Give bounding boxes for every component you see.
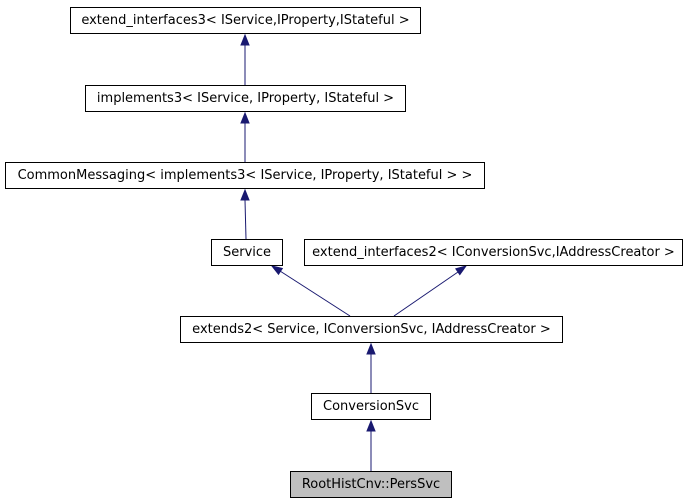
class-node-common-messaging[interactable]: CommonMessaging< implements3< IService, …: [5, 162, 485, 189]
edge-pers-svc-to-conversion-svc: [366, 419, 376, 471]
class-node-extend-interfaces2[interactable]: extend_interfaces2< IConversionSvc,IAddr…: [304, 239, 683, 266]
edge-service-to-common-messaging: [240, 188, 250, 240]
class-node-implements3[interactable]: implements3< IService, IProperty, IState…: [85, 85, 406, 112]
edge-common-messaging-to-implements3: [240, 111, 250, 162]
edge-conversion-svc-to-extends2: [366, 342, 376, 393]
class-node-extends2[interactable]: extends2< Service, IConversionSvc, IAddr…: [180, 316, 563, 343]
class-node-extend-interfaces3[interactable]: extend_interfaces3< IService,IProperty,I…: [70, 7, 421, 34]
class-node-root-hist-cnv-pers-svc: RootHistCnv::PersSvc: [290, 471, 452, 498]
class-node-service[interactable]: Service: [211, 239, 283, 266]
edge-implements3-to-extend-interfaces3: [240, 33, 250, 85]
edge-extends2-to-service: [270, 265, 351, 317]
edge-extends2-to-extend-interfaces2: [393, 265, 468, 317]
class-node-conversion-svc[interactable]: ConversionSvc: [311, 393, 431, 420]
